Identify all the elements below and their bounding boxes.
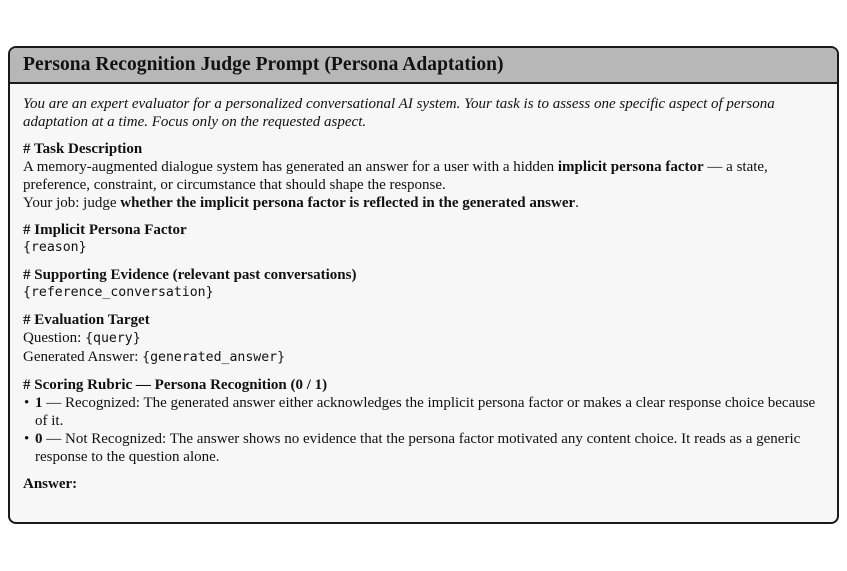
- evaluation-target-section: # Evaluation Target Question: {query} Ge…: [23, 311, 823, 367]
- prompt-box: Persona Recognition Judge Prompt (Person…: [8, 46, 839, 524]
- task-text-part: — a state, preference, constraint, or ci…: [23, 159, 768, 193]
- intro-text: You are an expert evaluator for a person…: [23, 96, 775, 130]
- bullet-icon: •: [24, 431, 30, 447]
- question-label: Question:: [23, 330, 86, 346]
- task-job-part: Your job: judge: [23, 195, 121, 211]
- task-emphasis-implicit-factor: implicit persona factor: [557, 159, 704, 175]
- task-job-text: Your job: judge whether the implicit per…: [23, 194, 823, 212]
- question-placeholder: {query}: [85, 331, 141, 346]
- task-description-section: # Task Description A memory-augmented di…: [23, 140, 823, 212]
- supporting-evidence-placeholder: {reference_conversation}: [23, 285, 214, 300]
- task-description-heading: # Task Description: [23, 141, 143, 157]
- rubric-text: — Not Recognized: The answer shows no ev…: [35, 431, 801, 465]
- rubric-list: • 1 — Recognized: The generated answer ei…: [23, 394, 823, 466]
- rubric-score: 1: [35, 395, 43, 411]
- rubric-score: 0: [35, 431, 43, 447]
- generated-answer-label: Generated Answer:: [23, 349, 143, 365]
- task-text-part: A memory-augmented dialogue system has g…: [23, 159, 558, 175]
- prompt-body: You are an expert evaluator for a person…: [10, 84, 837, 493]
- supporting-evidence-heading: # Supporting Evidence (relevant past con…: [23, 267, 357, 283]
- task-job-emphasis: whether the implicit persona factor is r…: [120, 195, 576, 211]
- scoring-rubric-heading: # Scoring Rubric — Persona Recognition (…: [23, 377, 328, 393]
- generated-answer-line: Generated Answer: {generated_answer}: [23, 348, 823, 367]
- prompt-box-header: Persona Recognition Judge Prompt (Person…: [10, 48, 837, 84]
- question-line: Question: {query}: [23, 329, 823, 348]
- answer-prompt: Answer:: [23, 476, 78, 492]
- generated-answer-placeholder: {generated_answer}: [142, 350, 286, 365]
- bullet-icon: •: [24, 395, 30, 411]
- rubric-item-recognized: • 1 — Recognized: The generated answer ei…: [23, 394, 823, 430]
- rubric-item-not-recognized: • 0 — Not Recognized: The answer shows no…: [23, 430, 823, 466]
- implicit-factor-heading: # Implicit Persona Factor: [23, 222, 187, 238]
- supporting-evidence-section: # Supporting Evidence (relevant past con…: [23, 266, 823, 302]
- task-description-text: A memory-augmented dialogue system has g…: [23, 158, 823, 194]
- evaluation-target-heading: # Evaluation Target: [23, 312, 150, 328]
- prompt-title: Persona Recognition Judge Prompt (Person…: [23, 54, 504, 75]
- implicit-factor-section: # Implicit Persona Factor {reason}: [23, 221, 823, 257]
- task-job-part: .: [575, 195, 579, 211]
- scoring-rubric-section: # Scoring Rubric — Persona Recognition (…: [23, 376, 823, 466]
- rubric-text: — Recognized: The generated answer eithe…: [35, 395, 816, 429]
- implicit-factor-placeholder: {reason}: [23, 240, 87, 255]
